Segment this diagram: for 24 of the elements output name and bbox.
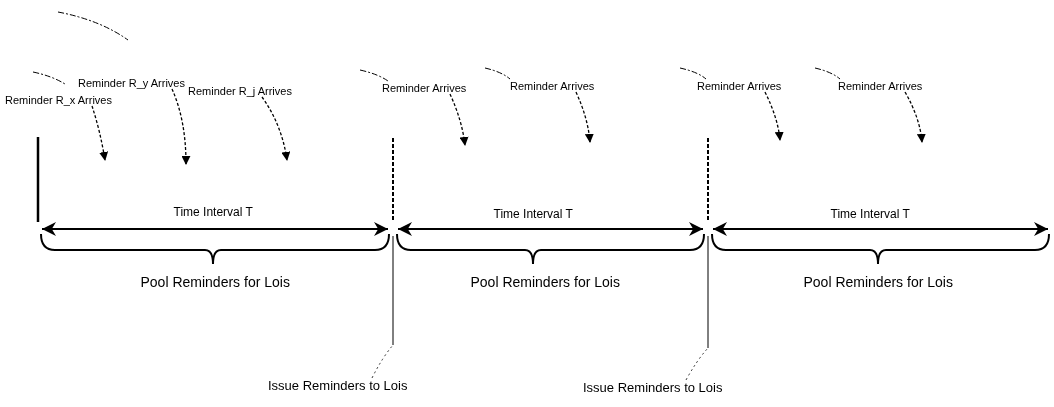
arrow (449, 93, 469, 146)
arrow (91, 105, 109, 161)
event-label: Reminder Arrives (510, 80, 595, 92)
event-label: Reminder Arrives (697, 80, 782, 92)
event-label: Issue Reminders to Lois (583, 380, 723, 395)
brace-label: Pool Reminders for Lois (140, 274, 290, 290)
arrow (764, 91, 784, 141)
arrow (575, 91, 594, 143)
event-label: Reminder Arrives (838, 80, 923, 92)
event-label: Reminder Arrives (382, 82, 467, 94)
arrow (904, 91, 926, 143)
event-label: Reminder R_x Arrives (5, 94, 112, 106)
arrow (171, 88, 191, 165)
interval-label: Time Interval T (493, 207, 573, 221)
leader-line (685, 347, 709, 381)
interval-label: Time Interval T (830, 207, 910, 221)
brace-label: Pool Reminders for Lois (803, 274, 953, 290)
event-label: Reminder R_j Arrives (188, 85, 292, 97)
interval-label: Time Interval T (173, 205, 253, 219)
brace-label: Pool Reminders for Lois (470, 274, 620, 290)
arrow (261, 96, 291, 161)
event-label: Issue Reminders to Lois (268, 378, 408, 393)
leader-line (371, 344, 394, 379)
event-label: Reminder R_y Arrives (78, 77, 185, 89)
